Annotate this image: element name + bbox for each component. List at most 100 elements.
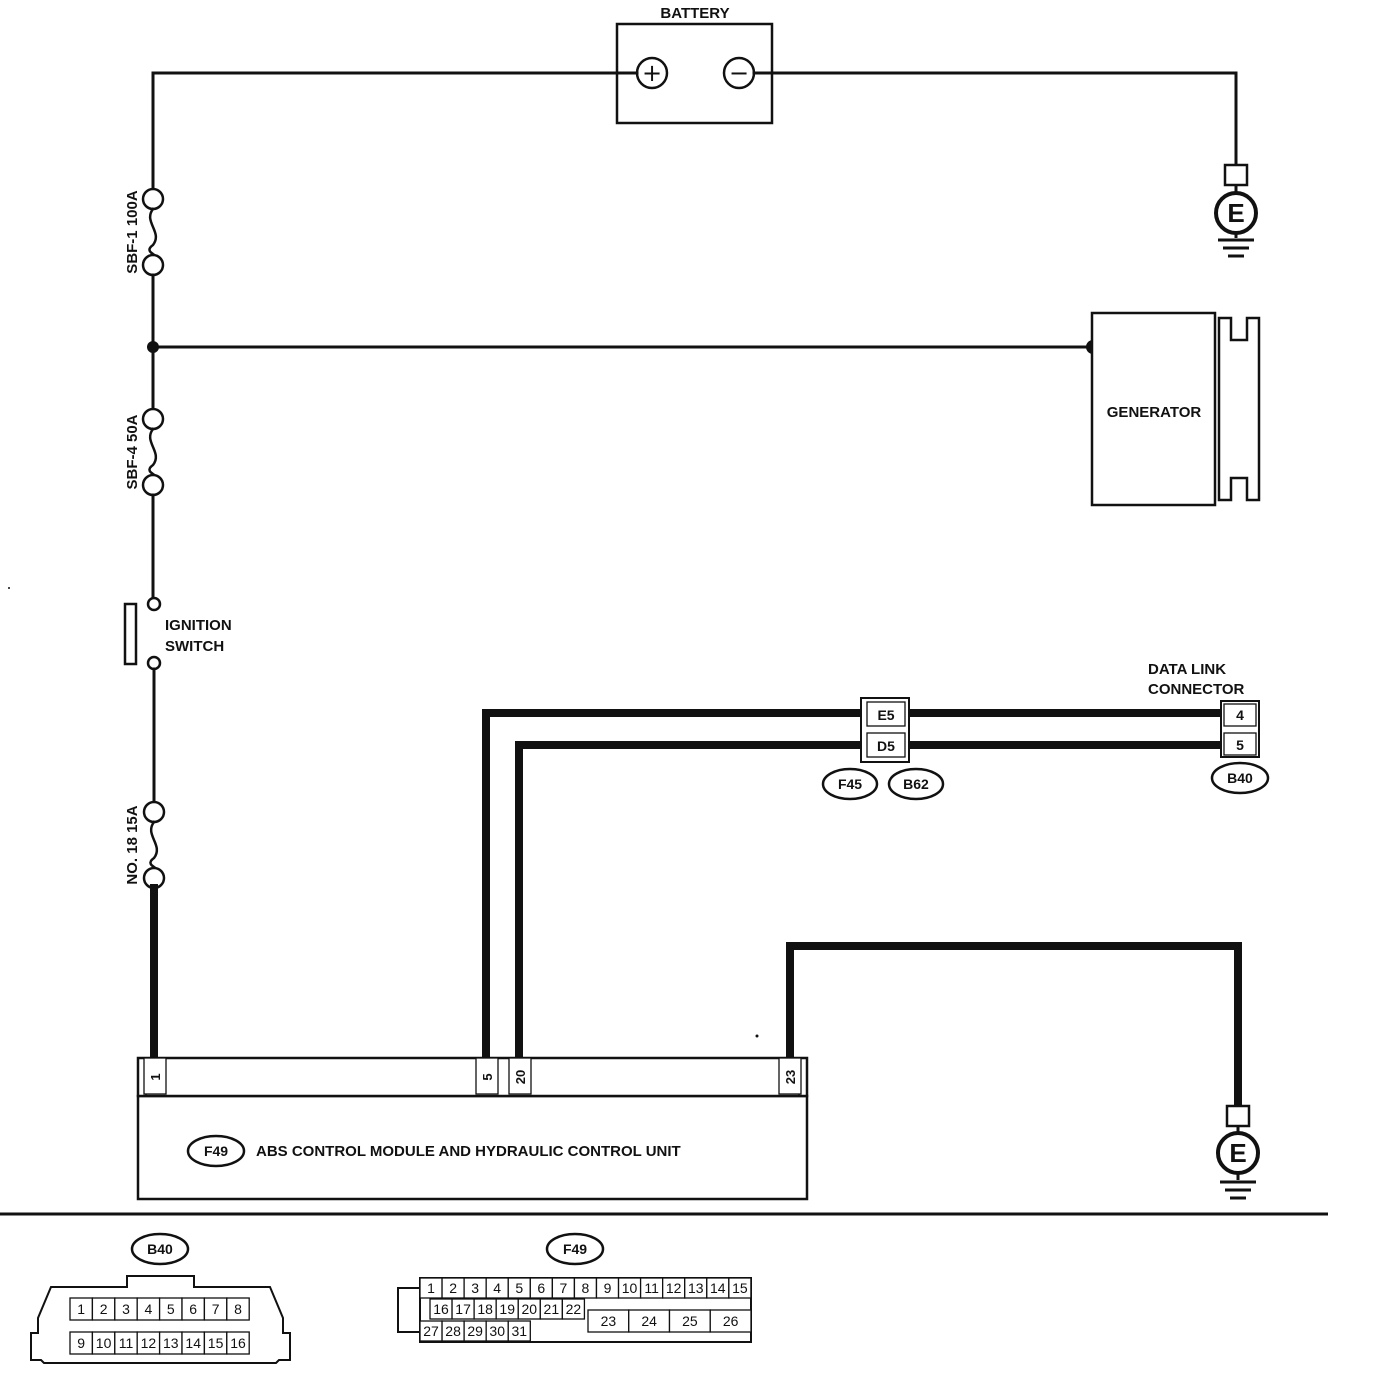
f49-pin-26-cell xyxy=(709,1309,752,1333)
b40-pin-11: 11 xyxy=(119,1335,134,1351)
generator-pulley-icon xyxy=(1217,316,1261,502)
ground-top: E xyxy=(1214,163,1258,258)
connector-id-badge xyxy=(545,1232,605,1266)
generator-body xyxy=(1090,311,1217,507)
b40-pin-2: 2 xyxy=(100,1301,108,1317)
f49-pin-8: 8 xyxy=(582,1280,590,1296)
fuse-sbf4-label: SBF-4 50A xyxy=(124,414,141,489)
f49-pin-31: 31 xyxy=(511,1323,527,1339)
f49-pin-9: 9 xyxy=(604,1280,612,1296)
abs-module: 1 5 20 23 F49 ABS CONTROL MODULE AND HYD… xyxy=(136,1056,809,1201)
intermediate-pin-e5: E5 xyxy=(877,707,894,723)
connector-id-badge xyxy=(130,1232,190,1266)
ground-bottom-terminal xyxy=(1225,1104,1251,1128)
f49-pin-12: 12 xyxy=(666,1280,682,1296)
ground-bottom-label: E xyxy=(1229,1138,1246,1168)
f49-pin-23: 23 xyxy=(601,1313,617,1329)
fuse-sbf1-label: SBF-1 100A xyxy=(124,190,141,274)
connector-id-f45: F45 xyxy=(838,776,862,792)
connector-id-badge xyxy=(186,1134,246,1168)
connector-id-badge xyxy=(1210,761,1270,795)
wire-battery-negative xyxy=(752,71,1238,167)
wire-pin5-e5 xyxy=(482,709,867,1062)
f49-pin-18: 18 xyxy=(477,1301,493,1317)
f49-pin-30: 30 xyxy=(489,1323,505,1339)
f49-pin-28: 28 xyxy=(445,1323,461,1339)
f49-pin-7: 7 xyxy=(559,1280,567,1296)
abs-pin-23: 23 xyxy=(783,1070,798,1084)
generator-label: GENERATOR xyxy=(1107,404,1202,421)
battery-label: BATTERY xyxy=(660,5,729,22)
abs-pin-1: 1 xyxy=(148,1073,163,1080)
f49-pin-24: 24 xyxy=(641,1313,657,1329)
b40-pin-1: 1 xyxy=(77,1301,85,1317)
connector-id-b62: B62 xyxy=(903,776,929,792)
f49-pin-22: 22 xyxy=(566,1301,582,1317)
ground-top-terminal xyxy=(1223,163,1249,187)
f49-latch xyxy=(397,1287,421,1333)
minus-icon: − xyxy=(729,59,749,87)
b40-pin-8-cell xyxy=(226,1297,250,1321)
ground-bottom: E xyxy=(1216,1104,1260,1200)
f49-pin-14: 14 xyxy=(710,1280,726,1296)
abs-module-body xyxy=(136,1094,809,1201)
abs-module-connector-strip xyxy=(136,1056,809,1098)
plus-icon: + xyxy=(642,59,662,87)
battery: BATTERY + − xyxy=(615,5,774,125)
wire-pin20-d5 xyxy=(515,741,867,1062)
connector-id-b40: B40 xyxy=(1227,770,1253,786)
fuse-no18-label: NO. 18 15A xyxy=(124,805,141,884)
b40-pin-3: 3 xyxy=(122,1301,130,1317)
dlc-pin-5: 5 xyxy=(1236,737,1244,753)
b40-pin-14: 14 xyxy=(185,1335,201,1351)
f49-pin-2: 2 xyxy=(449,1280,457,1296)
f49-pin-5: 5 xyxy=(515,1280,523,1296)
ignition-switch-label-1: IGNITION xyxy=(165,617,232,634)
b40-pin-13: 13 xyxy=(163,1335,179,1351)
generator: GENERATOR xyxy=(1090,311,1261,507)
f49-pin-25: 25 xyxy=(682,1313,698,1329)
f49-pin-10: 10 xyxy=(622,1280,638,1296)
f49-pin-17: 17 xyxy=(455,1301,471,1317)
abs-pin-20: 20 xyxy=(513,1070,528,1084)
fuse-no18: NO. 18 15A xyxy=(124,800,166,890)
b40-pin-6: 6 xyxy=(189,1301,197,1317)
f49-pin-22-cell xyxy=(561,1298,586,1320)
connector-id-badge xyxy=(887,767,945,801)
ignition-switch-lever xyxy=(123,602,138,666)
ignition-switch-label-2: SWITCH xyxy=(165,638,224,655)
dlc-label-2: CONNECTOR xyxy=(1148,681,1245,698)
f49-pin-4: 4 xyxy=(493,1280,501,1296)
data-link-connector: DATA LINK CONNECTOR 4 5 B40 xyxy=(1148,661,1270,795)
b40-pin-7: 7 xyxy=(212,1301,220,1317)
b40-pin-12: 12 xyxy=(141,1335,157,1351)
f49-pin-15-cell xyxy=(728,1277,752,1299)
b40-pin-16: 16 xyxy=(230,1335,246,1351)
f49-pin-21: 21 xyxy=(544,1301,560,1317)
f49-pin-1: 1 xyxy=(427,1280,435,1296)
f49-pin-31-cell xyxy=(507,1320,531,1342)
dlc-label-1: DATA LINK xyxy=(1148,661,1226,678)
wire-pin23-ground xyxy=(786,942,1242,1110)
b40-pin-16-cell xyxy=(226,1331,250,1355)
f49-pin-26: 26 xyxy=(723,1313,739,1329)
f49-face-id: F49 xyxy=(563,1241,587,1257)
dlc-pin-4: 4 xyxy=(1236,707,1244,723)
f49-pin-16: 16 xyxy=(433,1301,449,1317)
f49-pin-6: 6 xyxy=(537,1280,545,1296)
b40-pin-10: 10 xyxy=(96,1335,112,1351)
b40-pin-8: 8 xyxy=(234,1301,242,1317)
f49-pin-15: 15 xyxy=(732,1280,748,1296)
b40-pin-15: 15 xyxy=(208,1335,224,1351)
abs-connector-id: F49 xyxy=(204,1143,228,1159)
b40-face-id: B40 xyxy=(147,1241,173,1257)
abs-module-label: ABS CONTROL MODULE AND HYDRAULIC CONTROL… xyxy=(256,1143,681,1160)
f49-pin-20: 20 xyxy=(521,1301,537,1317)
f49-pin-11: 11 xyxy=(644,1280,659,1296)
ground-top-label: E xyxy=(1227,198,1244,228)
